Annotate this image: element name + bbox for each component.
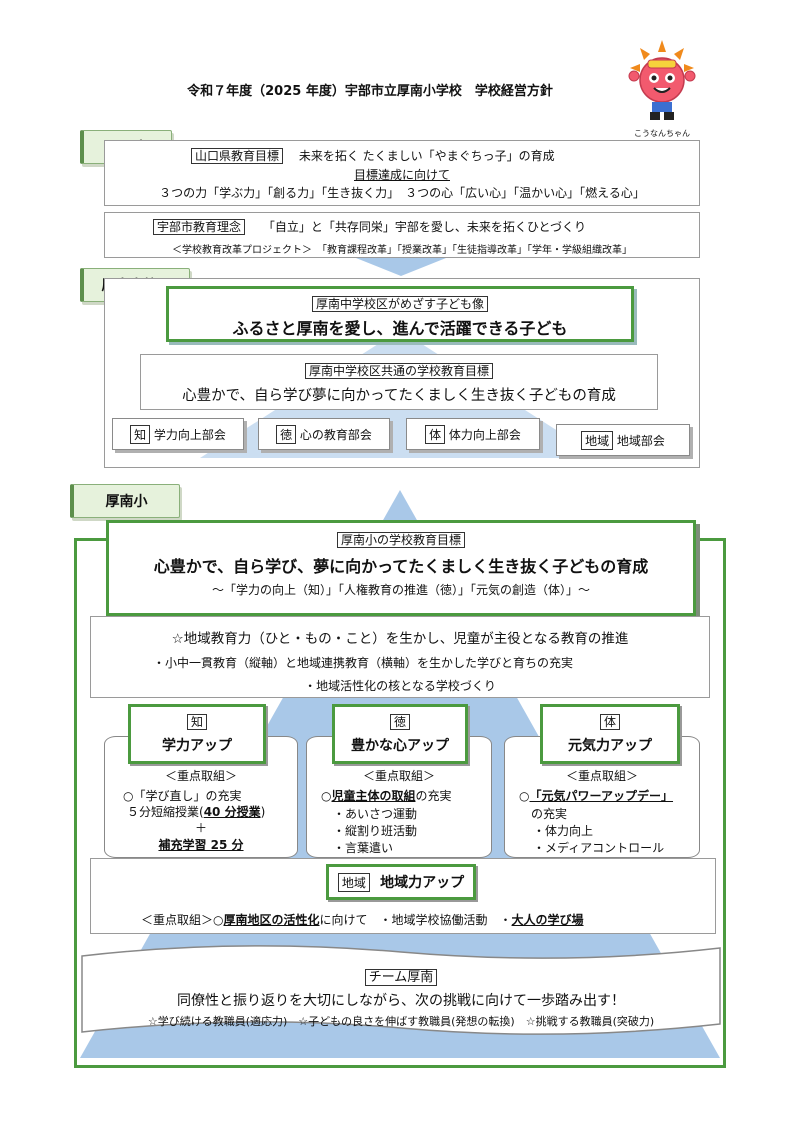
team-banner-shape — [81, 945, 721, 1035]
mascot: こうなんちゃん — [624, 40, 700, 140]
team-message: 同僚性と振り返りを大切にしながら、次の挑戦に向けて一歩踏み出す！ — [177, 993, 625, 1009]
mascot-name: こうなんちゃん — [634, 129, 690, 138]
community-focus: ＜重点取組＞○厚南地区の活性化に向けて ・地域学校協働活動 ・大人の学び場 — [141, 913, 584, 927]
committee-physical: 体 体力向上部会 — [406, 418, 540, 450]
district-goal-text: ふるさと厚南を愛し、進んで活躍できる子ども — [232, 319, 568, 338]
district-common-box: 厚南中学校区共通の学校教育目標 心豊かで、自ら学び夢に向かってたくましく生き抜く… — [140, 354, 658, 410]
district-goal-box: 厚南中学校区がめざす子ども像 ふるさと厚南を愛し、進んで活躍できる子ども — [166, 286, 634, 342]
community-head: 地域 地域力アップ — [326, 864, 476, 900]
section-tag-school: 厚南小 — [70, 484, 180, 518]
city-philosophy-box: 宇部市教育理念 「自立」と「共存同栄」宇部を愛し、未来を拓くひとづくり ＜学校教… — [104, 212, 700, 258]
pref-goal-box: 山口県教育目標 未来を拓く たくましい「やまぐちっ子」の育成 目標達成に向けて … — [104, 140, 700, 206]
pillar-academic-head: 知 学力アップ — [128, 704, 266, 764]
team-label: チーム厚南 — [364, 969, 438, 986]
pref-goal-label: 山口県教育目標 — [191, 148, 284, 164]
district-common-text: 心豊かで、自ら学び夢に向かってたくましく生き抜く子どもの育成 — [182, 388, 616, 404]
city-philosophy-label: 宇部市教育理念 — [153, 219, 246, 235]
district-goal-label: 厚南中学校区がめざす子ども像 — [311, 296, 488, 312]
arrow-down-icon — [356, 258, 446, 276]
school-goal-box: 厚南小の学校教育目標 心豊かで、自ら学び、夢に向かってたくましく生き抜く子どもの… — [106, 520, 696, 616]
mascot-sun-icon — [628, 40, 696, 120]
city-philosophy-text: 「自立」と「共存同栄」宇部を愛し、未来を拓くひとづくり — [262, 220, 587, 234]
policy-item-1: ・小中一貫教育（縦軸）と地域連携教育（横軸）を生かした学びと育ちの充実 — [153, 656, 574, 670]
committee-heart: 徳 心の教育部会 — [258, 418, 390, 450]
school-policy-box: ☆地域教育力（ひと・もの・こと）を生かし、児童が主役となる教育の推進 ・小中一貫… — [90, 616, 710, 698]
pillar-heart-head: 徳 豊かな心アップ — [332, 704, 468, 764]
district-common-label: 厚南中学校区共通の学校教育目標 — [304, 363, 493, 379]
school-goal-sub: ～「学力の向上（知）」「人権教育の推進（徳）」「元気の創造（体）」～ — [211, 583, 590, 597]
pref-goal-text: 未来を拓く たくましい「やまぐちっ子」の育成 — [298, 149, 555, 163]
policy-item-2: ・地域活性化の核となる学校づくり — [304, 679, 496, 693]
pref-goal-sub: 目標達成に向けて — [353, 168, 450, 182]
committee-academic: 知 学力向上部会 — [112, 418, 244, 450]
team-staff-values: ☆学び続ける教職員(適応力) ☆子どもの良さを伸ばす教職員(発想の転換) ☆挑戦… — [147, 1015, 655, 1028]
committee-community: 地域 地域部会 — [556, 424, 690, 456]
pillar-physical-head: 体 元気力アップ — [540, 704, 680, 764]
policy-title: ☆地域教育力（ひと・もの・こと）を生かし、児童が主役となる教育の推進 — [171, 631, 629, 647]
school-goal-text: 心豊かで、自ら学び、夢に向かってたくましく生き抜く子どもの育成 — [153, 557, 649, 576]
pillar-academic: ＜重点取組＞ ○「学び直し」の充実 ５分短縮授業(40 分授業) ＋ 補充学習 … — [104, 736, 298, 858]
school-goal-label: 厚南小の学校教育目標 — [336, 532, 465, 548]
pref-goal-powers: ３つの力「学ぶ力」「創る力」「生き抜く力」 ３つの心「広い心」「温かい心」「燃え… — [159, 186, 645, 200]
page-title: 令和７年度（2025 年度）宇部市立厚南小学校 学校経営方針 — [187, 84, 553, 99]
city-reform-project: ＜学校教育改革プロジェクト＞ 「教育課程改革」「授業改革」「生徒指導改革」「学年… — [172, 245, 632, 256]
